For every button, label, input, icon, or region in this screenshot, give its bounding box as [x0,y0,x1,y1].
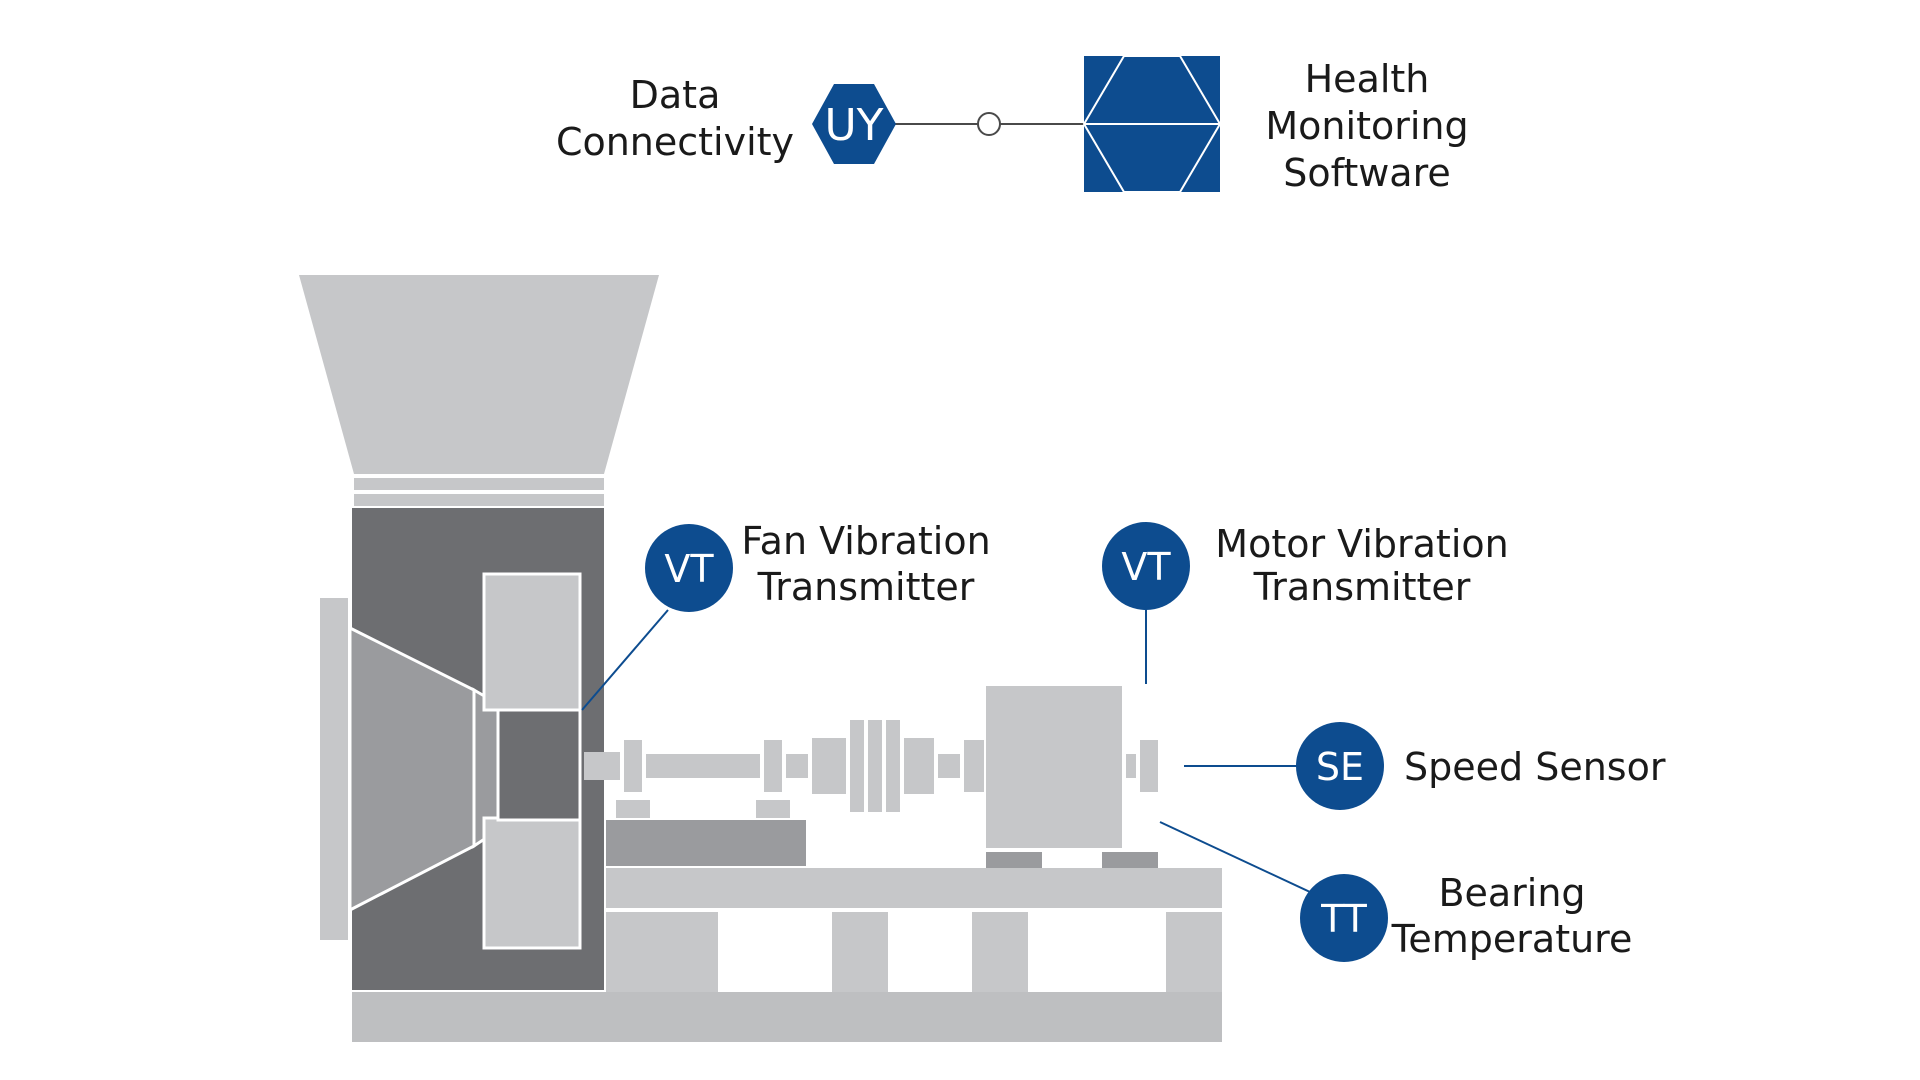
inlet-hopper [299,275,659,474]
speed-sensor-tag-text: SE [1316,745,1364,789]
bearing-collar-2 [764,740,782,792]
shaft-segment [786,754,808,778]
bearing-foot-2 [756,800,790,818]
health-software-label-line2: Monitoring [1265,104,1468,148]
fan-vt-bubble [645,524,733,612]
bearing-temperature-transmitter[interactable]: TT [1300,874,1388,962]
bearing-temperature-label-line2: Temperature [1391,917,1633,961]
skid-top-rail [606,868,1222,908]
impeller-lower [482,816,582,950]
motor-rear-collar [1140,740,1158,792]
skid-leg-1 [606,912,718,992]
machine [299,275,1222,1042]
impeller-hub [496,708,582,822]
motor-shaft [938,754,960,778]
bearing-pedestal [606,820,806,866]
housing-side-flange [320,598,348,940]
skid-leg-3 [972,912,1028,992]
impeller-upper [482,572,582,712]
motor-vt-tag-text: VT [1121,545,1171,589]
speed-sensor[interactable]: SE [1296,722,1384,810]
skid-leg-2 [832,912,888,992]
fan-vt-leader [581,609,669,711]
motor-body [986,686,1122,848]
health-software-icon[interactable] [1082,55,1222,193]
data-connectivity-label-line1: Data [630,73,721,117]
bearing-tt-tag-text: TT [1320,897,1368,941]
motor-vibration-label-line1: Motor Vibration [1215,522,1508,566]
leader-lines [581,604,1311,893]
hopper-ring-1 [354,478,604,490]
coupling-flange-3 [886,720,900,812]
bearing-temperature-label-line1: Bearing [1438,871,1585,915]
bearing-tt-bubble [1300,874,1388,962]
connectivity-link-group [890,112,1086,136]
coupling-flange-1 [850,720,864,812]
coupling-hub-left [812,738,846,794]
hopper-ring-2 [354,494,604,506]
fan-vibration-label-line2: Transmitter [757,565,975,609]
base-plate [352,992,1222,1042]
motor-vibration-label-line2: Transmitter [1253,565,1471,609]
main-shaft [646,754,760,778]
health-software-label-line3: Software [1283,151,1451,195]
bearing-foot-1 [616,800,650,818]
fan-vt-tag-text: VT [664,547,714,591]
speed-sensor-label: Speed Sensor [1404,745,1666,789]
motor-vt-bubble [1102,522,1190,610]
motor-foot-2 [1102,852,1158,868]
bearing-tt-leader [1159,821,1311,893]
uy-tag-text: UY [824,100,883,151]
connectivity-node [977,112,1001,136]
fan-vibration-label-line1: Fan Vibration [741,519,990,563]
uy-hexagon-icon [812,84,896,164]
coupling-hub-right [904,738,934,794]
data-connectivity-tag[interactable]: UY [812,84,896,164]
bearing-collar-1 [624,740,642,792]
coupling-flange-2 [868,720,882,812]
speed-sensor-bubble [1296,722,1384,810]
motor-foot-1 [986,852,1042,868]
motor-vibration-transmitter[interactable]: VT [1102,522,1190,610]
health-software-label-line1: Health [1305,57,1430,101]
skid-leg-4 [1166,912,1222,992]
shaft-stub [584,752,620,780]
motor-shaft-collar [964,740,984,792]
motor-rear-shaft [1126,754,1136,778]
data-connectivity-label-line2: Connectivity [556,120,794,164]
fan-vibration-transmitter[interactable]: VT [645,524,733,612]
